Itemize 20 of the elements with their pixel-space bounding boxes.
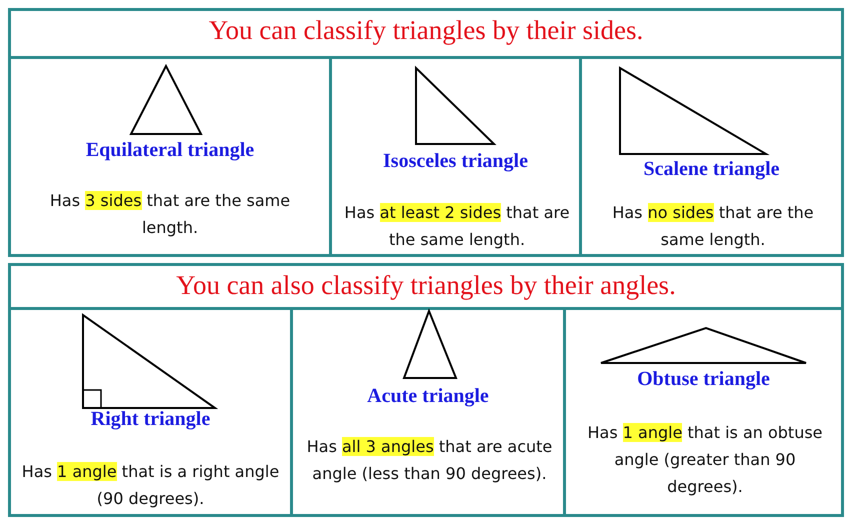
panel: [8, 263, 844, 517]
panel-heading: You can classify triangles by their sides.: [208, 15, 644, 46]
description-text: Has all 3 angles that are acute angle (less than 90 degrees).: [306, 436, 554, 485]
cell-heading: Right triangle: [90, 408, 212, 431]
panel: [8, 8, 844, 257]
cell-heading: Isosceles triangle: [382, 150, 529, 173]
cell-heading: Obtuse triangle: [636, 368, 771, 391]
table-cell: [563, 307, 841, 514]
description-text: Has no sides that are the same length.: [611, 202, 815, 251]
cell-heading: Equilateral triangle: [84, 139, 256, 162]
panel-heading: You can also classify triangles by their angles.: [175, 270, 677, 301]
table-cell: [290, 307, 563, 514]
cell-heading: Scalene triangle: [642, 158, 781, 181]
table-cell: [329, 56, 579, 257]
description-text: Has 1 angle that is a right angle (90 degrees).: [20, 461, 280, 510]
description-text: Has 1 angle that is an obtuse angle (greater than 90 degrees).: [586, 422, 824, 498]
table-cell: [579, 56, 841, 257]
description-text: Has 3 sides that are the same length.: [48, 190, 292, 239]
cell-heading: Acute triangle: [366, 385, 490, 408]
description-text: Has at least 2 sides that are the same length.: [343, 202, 571, 251]
